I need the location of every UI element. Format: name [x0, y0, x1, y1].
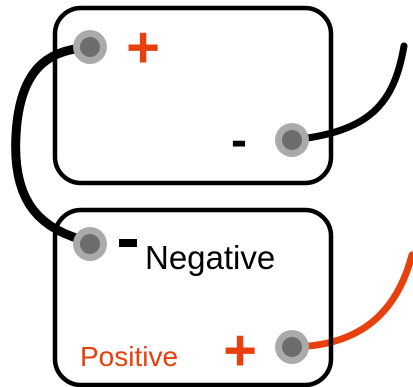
battery-bottom-positive-symbol: + — [223, 318, 257, 383]
battery-top: + - — [52, 5, 334, 186]
battery-bottom-case — [52, 207, 334, 387]
wire-series-link — [11, 42, 95, 247]
battery-bottom-negative-label: Negative — [145, 239, 275, 276]
battery-top-negative-terminal — [275, 123, 309, 157]
wire-negative-lead — [288, 42, 408, 144]
wire-positive-lead — [288, 251, 413, 351]
battery-bottom: - Negative Positive + — [52, 207, 334, 387]
battery-top-negative-symbol: - — [231, 114, 247, 167]
battery-bottom-negative-symbol: - — [121, 215, 134, 259]
battery-top-case — [52, 5, 334, 186]
battery-top-positive-symbol: + — [126, 15, 160, 80]
battery-bottom-negative-symbol-bar — [119, 239, 137, 247]
battery-bottom-positive-terminal — [275, 330, 309, 364]
battery-bottom-negative-terminal — [73, 227, 107, 261]
battery-top-positive-terminal — [73, 30, 107, 64]
battery-bottom-positive-label: Positive — [80, 341, 178, 372]
